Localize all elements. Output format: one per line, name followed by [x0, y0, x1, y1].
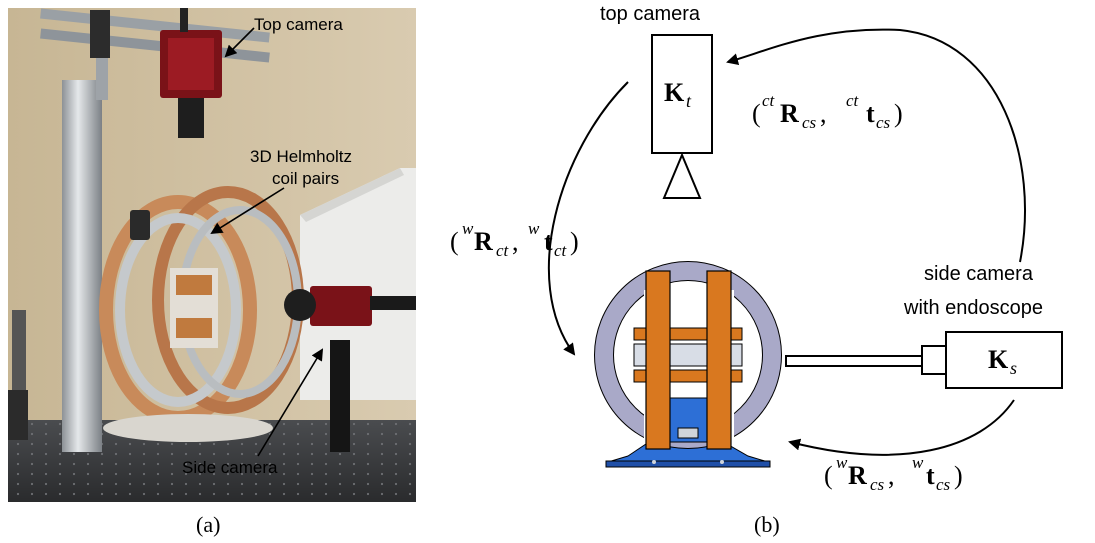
svg-text:R: R [780, 99, 799, 128]
arrow-side-camera [257, 348, 324, 457]
Kt-base: K [664, 78, 685, 107]
side-camera-body [945, 331, 1063, 389]
top-camera-body [651, 34, 713, 154]
label-coils-line2: coil pairs [272, 169, 339, 188]
svg-text:): ) [570, 227, 579, 256]
label-top-camera: Top camera [254, 15, 343, 34]
svg-text:(: ( [450, 227, 459, 256]
svg-text:,: , [888, 461, 895, 490]
coil-system-schematic [594, 261, 782, 468]
svg-text:ct: ct [554, 241, 568, 260]
svg-text:t: t [544, 227, 553, 256]
arrow-top-to-world [547, 81, 629, 356]
Ks-base: K [988, 345, 1009, 374]
svg-text:): ) [954, 461, 963, 490]
svg-text:): ) [894, 99, 903, 128]
svg-text:w: w [528, 219, 540, 238]
svg-text:,: , [512, 227, 519, 256]
top-camera-label: top camera [600, 3, 701, 25]
arrow-coils [210, 187, 285, 235]
top-camera-lens [662, 152, 702, 199]
diagram-panel-b: top camera K t side camera with endoscop… [450, 3, 1063, 494]
svg-text:R: R [474, 227, 493, 256]
svg-text:ct: ct [496, 241, 510, 260]
svg-text:w: w [912, 453, 924, 472]
side-camera-line1: side camera [924, 263, 1034, 285]
svg-text:ct: ct [762, 91, 776, 110]
white-enclosure [300, 168, 416, 400]
svg-text:(: ( [824, 461, 833, 490]
Ks-sub: s [1010, 358, 1017, 378]
arrow-top-camera [224, 27, 255, 58]
endoscope [785, 355, 923, 367]
transform-label-left: ( w R ct , w t ct ) [450, 219, 579, 260]
top-camera-photo [160, 8, 222, 138]
transform-label-bottom: ( w R cs , w t cs ) [824, 453, 963, 494]
svg-text:R: R [848, 461, 867, 490]
svg-text:cs: cs [876, 113, 891, 132]
svg-text:ct: ct [846, 91, 860, 110]
side-camera-photo [284, 286, 416, 452]
svg-text:t: t [926, 461, 935, 490]
caption-a: (a) [196, 512, 220, 537]
label-side-camera: Side camera [182, 458, 278, 477]
coil-left [645, 270, 671, 450]
arrow-side-to-top [726, 28, 1026, 263]
label-coils-line1: 3D Helmholtz [250, 147, 352, 166]
side-camera-line2: with endoscope [903, 297, 1043, 319]
svg-text:w: w [462, 219, 474, 238]
svg-text:,: , [820, 99, 827, 128]
Kt-sub: t [686, 91, 692, 111]
svg-text:(: ( [752, 99, 761, 128]
support-pole [62, 80, 102, 452]
side-camera-adapter [921, 345, 947, 375]
svg-text:cs: cs [870, 475, 885, 494]
arrow-side-to-world [788, 399, 1015, 456]
svg-text:w: w [836, 453, 848, 472]
transform-label-top-right: ( ct R cs , ct t cs ) [752, 91, 903, 132]
coil-right [706, 270, 732, 450]
photo-panel-a: Top camera 3D Helmholtz coil pairs Side … [8, 8, 416, 502]
svg-text:cs: cs [802, 113, 817, 132]
caption-b: (b) [754, 512, 780, 537]
svg-text:t: t [866, 99, 875, 128]
svg-text:cs: cs [936, 475, 951, 494]
